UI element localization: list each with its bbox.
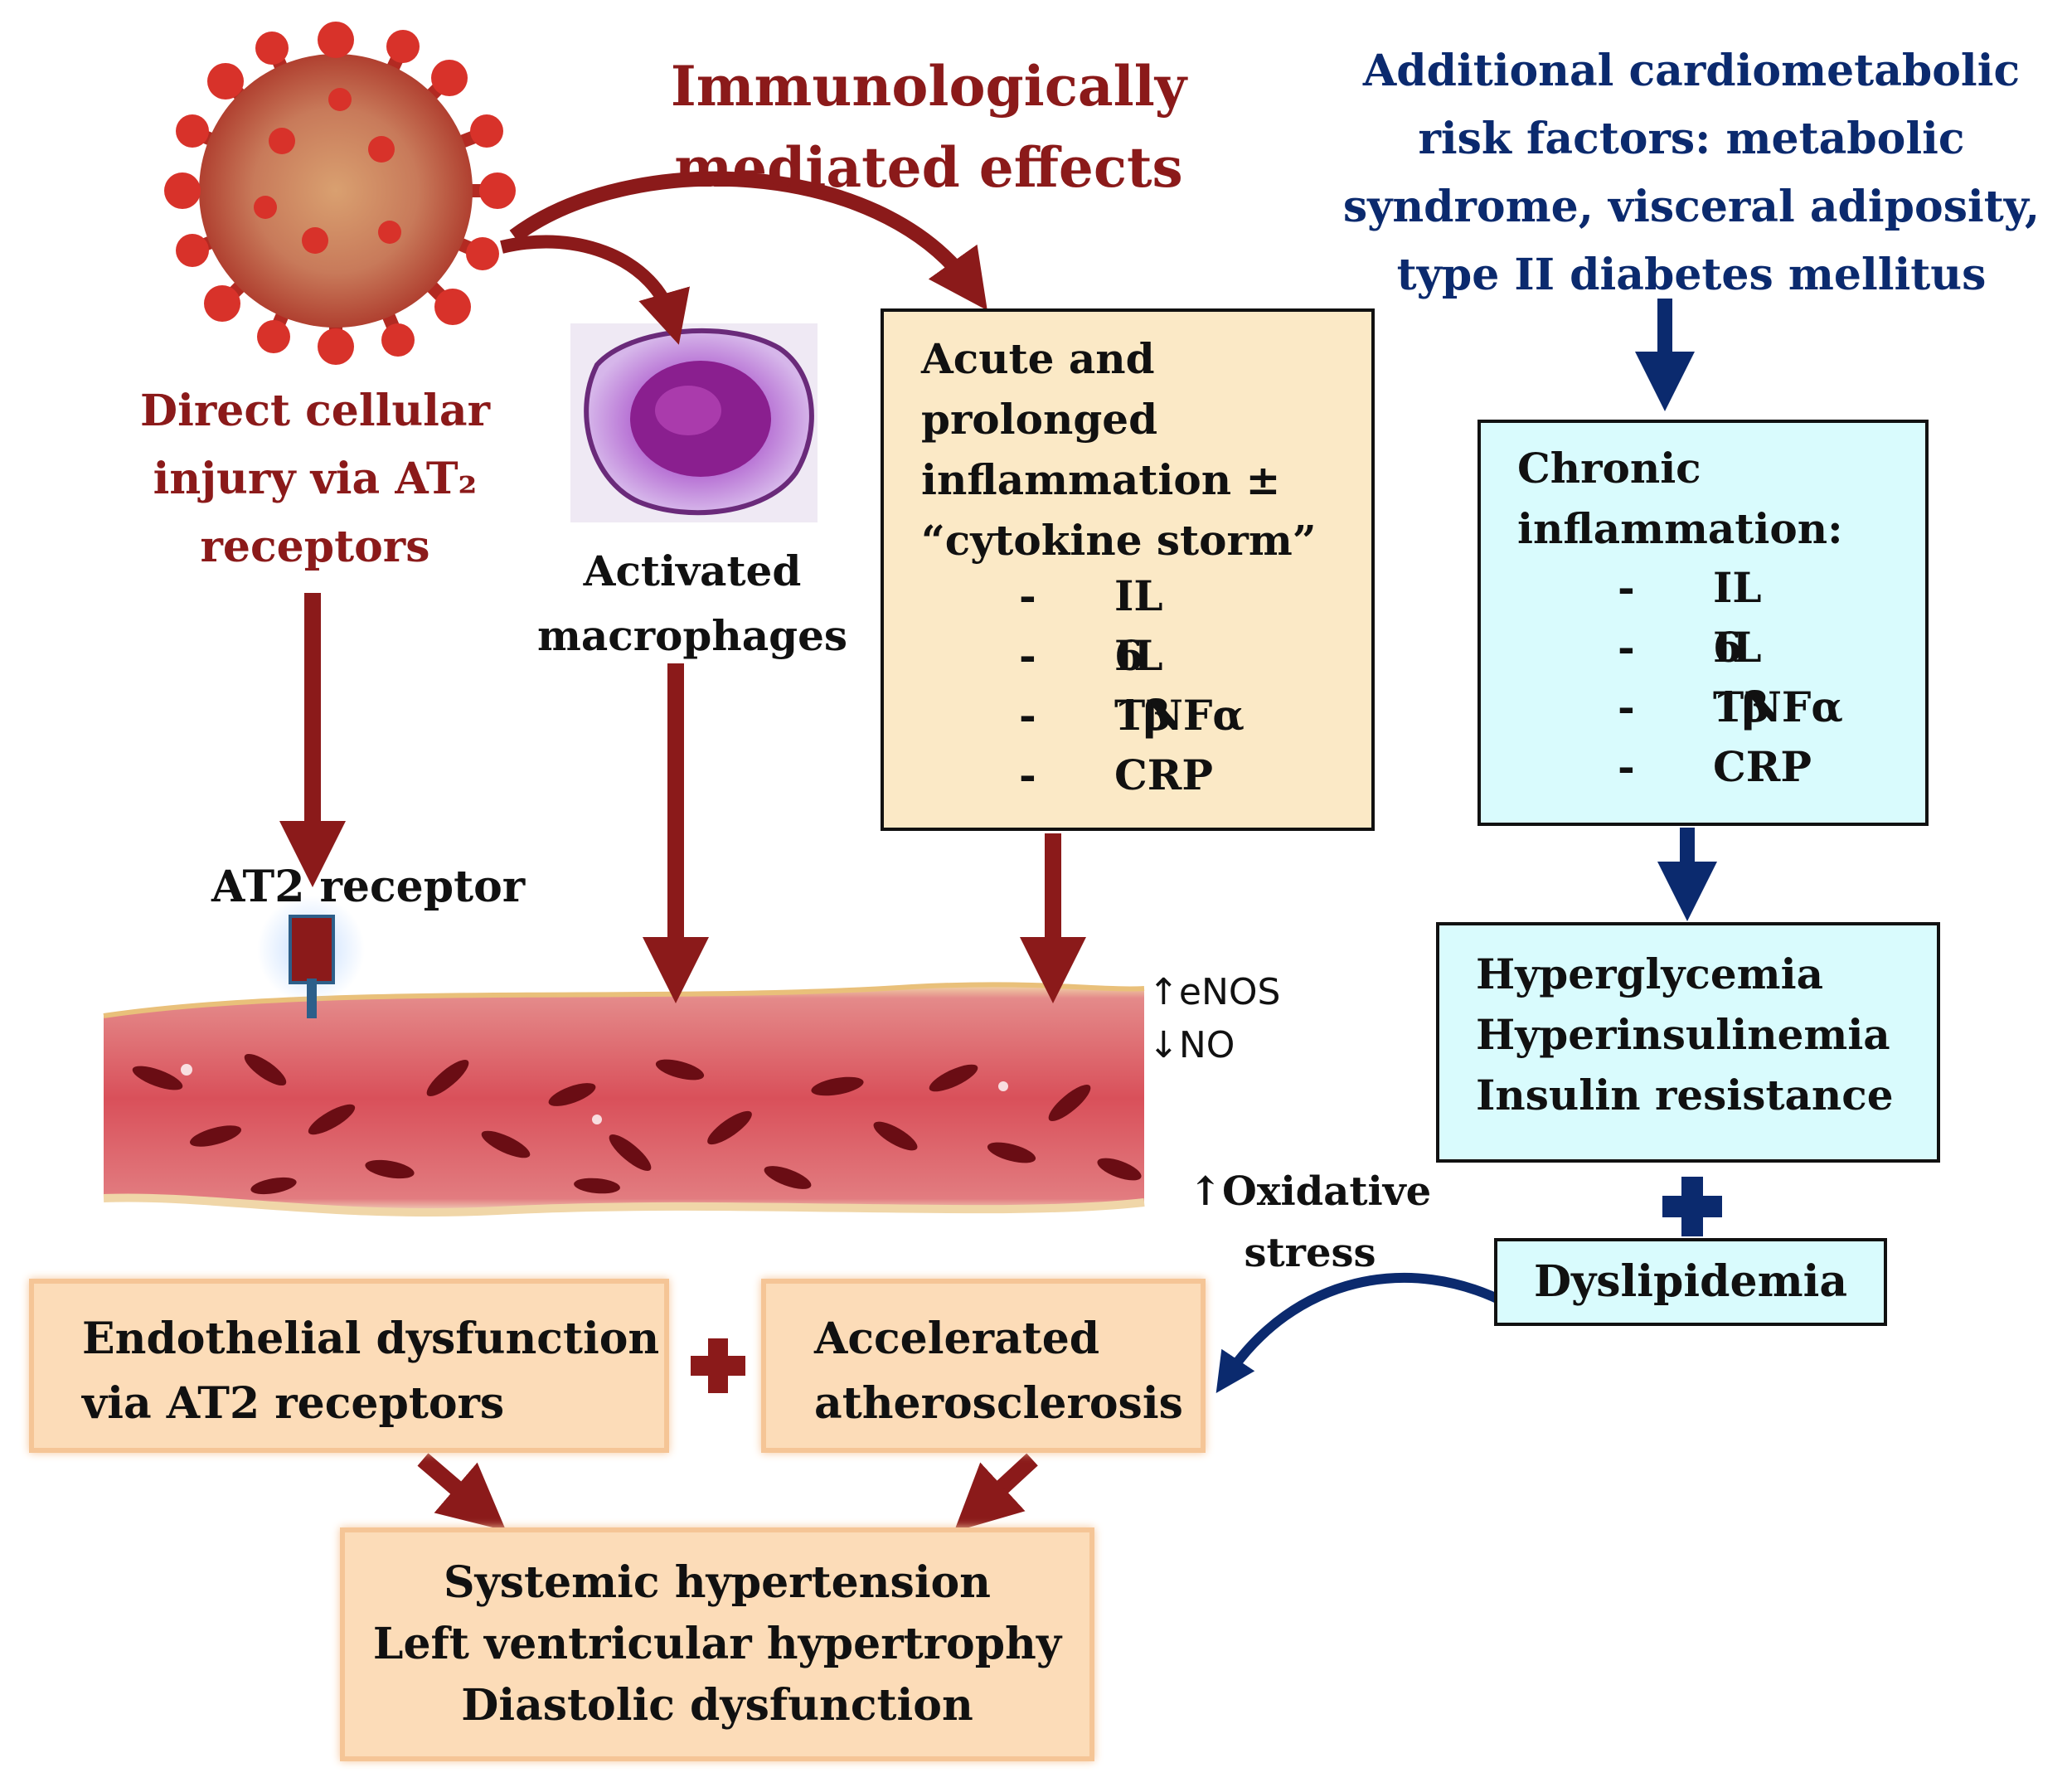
acute-heading-line-3: inflammation ±: [921, 455, 1281, 504]
item-label: TNFα: [1713, 682, 1843, 731]
risk-line-4: type II diabetes mellitus: [1396, 250, 1987, 300]
oxidative-stress-label: ↑Oxidative stress: [1177, 1161, 1443, 1284]
chronic-inflammation-box: Chronic inflammation: - IL 6 - IL 1β - TNFα…: [1477, 420, 1929, 826]
plus-icon: [691, 1177, 1722, 1393]
risk-line-2: risk factors: metabolic: [1418, 114, 1965, 164]
metabolic-item-hyperglycemia: Hyperglycemia: [1476, 949, 1823, 998]
chronic-heading-line-1: Chronic: [1517, 444, 1701, 493]
acute-heading-line-2: prolonged: [921, 395, 1158, 444]
immuno-title: Immunologically mediated effects: [647, 46, 1211, 208]
acute-heading: Acute and prolonged inflammation ± “cyto…: [921, 328, 1317, 571]
acute-inflammation-box: Acute and prolonged inflammation ± “cyto…: [881, 308, 1375, 831]
metabolic-item-hyperinsulinemia: Hyperinsulinemia: [1476, 1010, 1890, 1059]
macrophages-line-2: macrophages: [536, 611, 848, 660]
endothelial-line-1: Endothelial dysfunction: [82, 1314, 660, 1364]
direct-injury-line-1: Direct cellular: [139, 386, 491, 436]
enos-label: ↑eNOS: [1148, 971, 1281, 1013]
item-label: IL 6: [1114, 571, 1163, 680]
bullet: -: [1618, 742, 1635, 791]
item-label: IL 1β: [1114, 631, 1171, 740]
dyslipidemia-box: Dyslipidemia: [1494, 1238, 1887, 1326]
outcome-line-3: Diastolic dysfunction: [461, 1680, 973, 1731]
endothelial-dysfunction-box: Endothelial dysfunction via AT2 receptor…: [29, 1279, 669, 1453]
red-arrows: [279, 171, 1086, 1532]
no-label: ↓NO: [1148, 1024, 1235, 1066]
item-label: IL 6: [1713, 563, 1762, 672]
risk-factors-title: Additional cardiometabolic risk factors:…: [1318, 37, 2065, 309]
athero-line-2: atherosclerosis: [814, 1378, 1183, 1429]
outcome-box: Systemic hypertension Left ventricular h…: [340, 1527, 1094, 1761]
acute-heading-line-1: Acute and: [921, 334, 1155, 383]
item-label: CRP: [1713, 742, 1812, 791]
outcome-line-2: Left ventricular hypertrophy: [372, 1619, 1062, 1669]
risk-line-3: syndrome, visceral adiposity,: [1342, 182, 2040, 232]
metabolic-item-insulin-resistance: Insulin resistance: [1476, 1071, 1894, 1119]
dyslipidemia-label: Dyslipidemia: [1533, 1256, 1848, 1307]
bullet: -: [1618, 682, 1635, 731]
outcome-line-1: Systemic hypertension: [444, 1557, 991, 1608]
at2-receptor-label: AT2 receptor: [211, 862, 526, 912]
risk-line-1: Additional cardiometabolic: [1362, 46, 2021, 96]
item-label: TNFα: [1114, 691, 1245, 740]
acute-heading-line-4: “cytokine storm”: [921, 516, 1317, 565]
endothelial-line-2: via AT2 receptors: [82, 1378, 505, 1429]
bullet: -: [1019, 571, 1036, 620]
athero-line-1: Accelerated: [814, 1314, 1100, 1364]
bullet: -: [1019, 750, 1036, 799]
direct-injury-line-3: receptors: [200, 522, 430, 572]
macrophages-line-1: Activated: [583, 546, 802, 595]
item-label: IL 1β: [1713, 623, 1769, 731]
immuno-title-line-2: mediated effects: [674, 135, 1183, 200]
navy-arrows: [1215, 299, 1717, 1393]
bullet: -: [1019, 631, 1036, 680]
metabolic-list: Hyperglycemia Hyperinsulinemia Insulin r…: [1476, 944, 1894, 1125]
oxidative-line-1: ↑Oxidative: [1188, 1168, 1432, 1215]
bullet: -: [1618, 563, 1635, 612]
chronic-heading: Chronic inflammation:: [1517, 438, 1843, 559]
outcome-text: Systemic hypertension Left ventricular h…: [345, 1552, 1089, 1736]
atherosclerosis-box: Accelerated atherosclerosis: [761, 1279, 1206, 1453]
immuno-title-line-1: Immunologically: [670, 54, 1187, 119]
oxidative-line-2: stress: [1244, 1230, 1376, 1276]
blood-vessel-icon: [103, 982, 1145, 1217]
enos-no-labels: ↑eNOS ↓NO: [1148, 966, 1280, 1072]
direct-injury-line-2: injury via AT₂: [153, 454, 478, 504]
chronic-heading-line-2: inflammation:: [1517, 504, 1843, 553]
macrophages-label: Activated macrophages: [531, 539, 854, 668]
macrophage-icon: [570, 323, 818, 522]
bullet: -: [1019, 691, 1036, 740]
bullet: -: [1618, 623, 1635, 672]
endothelial-text: Endothelial dysfunction via AT2 receptor…: [82, 1307, 659, 1436]
at2-receptor-icon: [257, 896, 365, 1018]
direct-injury-label: Direct cellular injury via AT₂ receptors: [116, 377, 514, 581]
metabolic-box: Hyperglycemia Hyperinsulinemia Insulin r…: [1436, 922, 1940, 1163]
coronavirus-icon: [164, 22, 516, 365]
item-label: CRP: [1114, 750, 1213, 799]
athero-text: Accelerated atherosclerosis: [814, 1307, 1183, 1436]
